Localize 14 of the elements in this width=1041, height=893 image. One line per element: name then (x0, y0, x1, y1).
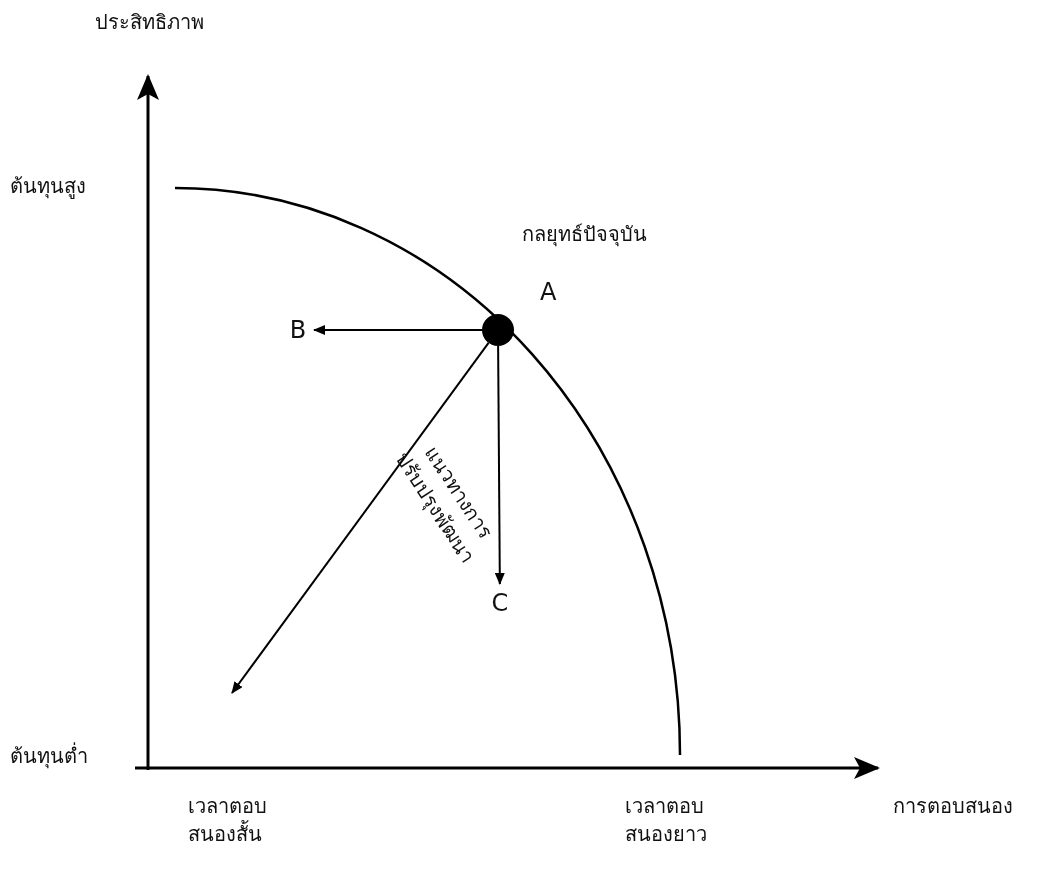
arrow (313, 325, 483, 335)
point-label: A (540, 277, 557, 307)
arrow (494, 345, 505, 585)
point-label: C (488, 588, 512, 620)
axis-label: ต้นทุนสูง (10, 173, 86, 200)
arrow (231, 341, 490, 694)
axis-label: ต้นทุนต่ำ (10, 742, 88, 770)
axis-label: เวลาตอบ สนองสั้น (188, 793, 268, 848)
point-caption: กลยุทธ์ปัจจุบัน (522, 221, 647, 248)
axis-label: เวลาตอบ สนองยาว (625, 793, 708, 848)
axis-label: การตอบสนอง (893, 793, 1013, 820)
point-marker (482, 314, 514, 346)
point-label: B (286, 315, 310, 345)
axis-label: ประสิทธิภาพ (95, 9, 204, 36)
